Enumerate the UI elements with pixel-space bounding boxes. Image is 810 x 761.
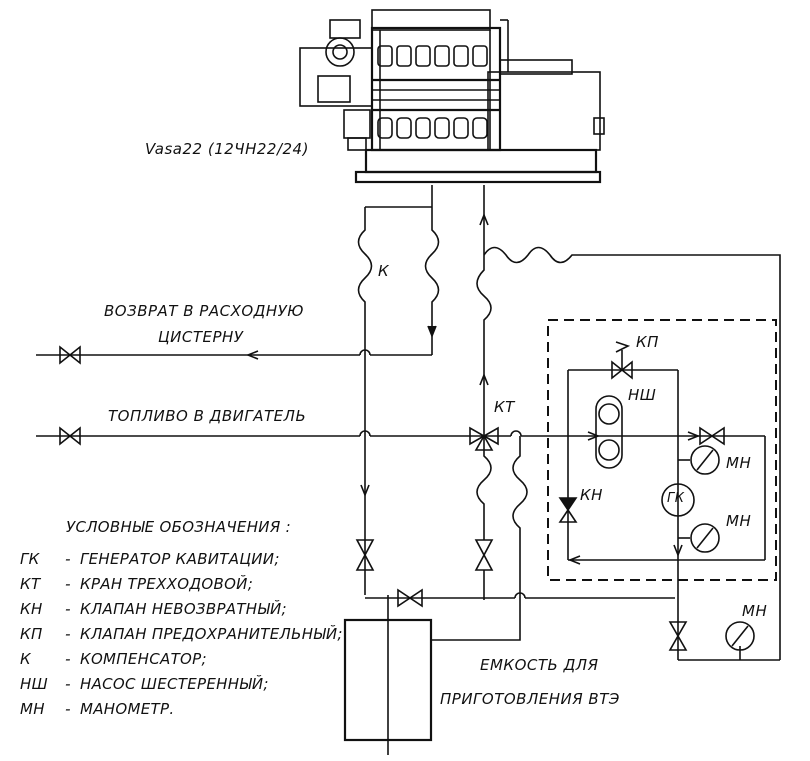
fuel-line-label: ТОПЛИВО В ДВИГАТЕЛЬ: [108, 407, 307, 425]
tank: [343, 595, 433, 755]
gk-label: ГК: [667, 491, 685, 506]
cavitation-module: [547, 319, 777, 660]
valve-return-left: [59, 345, 81, 365]
valve-fuel-left: [59, 426, 81, 446]
nsh-label: НШ: [628, 386, 657, 404]
compensator-label: К: [378, 262, 390, 280]
return-line-label-2: ЦИСТЕРНУ: [158, 328, 244, 346]
legend-item: НШ-НАСОС ШЕСТЕРЕННЫЙ;: [20, 675, 269, 693]
valve-tank-top: [397, 588, 423, 608]
bottom-right-loop: [668, 621, 780, 661]
legend-item: КП-КЛАПАН ПРЕДОХРАНИТЕЛЬНЫЙ;: [20, 625, 343, 643]
arrow-return: [245, 350, 259, 360]
engine-drawing: [299, 9, 605, 184]
tank-label-2: ПРИГОТОВЛЕНИЯ ВТЭ: [440, 690, 620, 708]
legend-item: КТ-КРАН ТРЕХХОДОВОЙ;: [20, 575, 254, 593]
manometer-label-3: МН: [742, 602, 768, 620]
tank-label-1: ЕМКОСТЬ ДЛЯ: [480, 656, 599, 674]
manometer-label-1: МН: [726, 454, 752, 472]
legend-title: УСЛОВНЫЕ ОБОЗНАЧЕНИЯ :: [66, 518, 291, 536]
kn-label: КН: [580, 486, 603, 504]
valve-right-vertical: [474, 539, 494, 571]
return-line-label-1: ВОЗВРАТ В РАСХОДНУЮ: [104, 302, 304, 320]
manometer-label-2: МН: [726, 512, 752, 530]
three-way-valve-kt: [469, 426, 499, 451]
engine-label: Vasa22 (12ЧН22/24): [145, 140, 309, 158]
legend-item: КН-КЛАПАН НЕВОЗВРАТНЫЙ;: [20, 600, 287, 618]
kp-label: КП: [636, 333, 659, 351]
legend-item: МН-МАНОМЕТР.: [20, 700, 175, 718]
valve-left-vertical: [355, 539, 375, 571]
legend-item: К-КОМПЕНСАТОР;: [20, 650, 207, 668]
legend-item: ГК-ГЕНЕРАТОР КАВИТАЦИИ;: [20, 550, 280, 568]
kt-label: КТ: [494, 398, 515, 416]
